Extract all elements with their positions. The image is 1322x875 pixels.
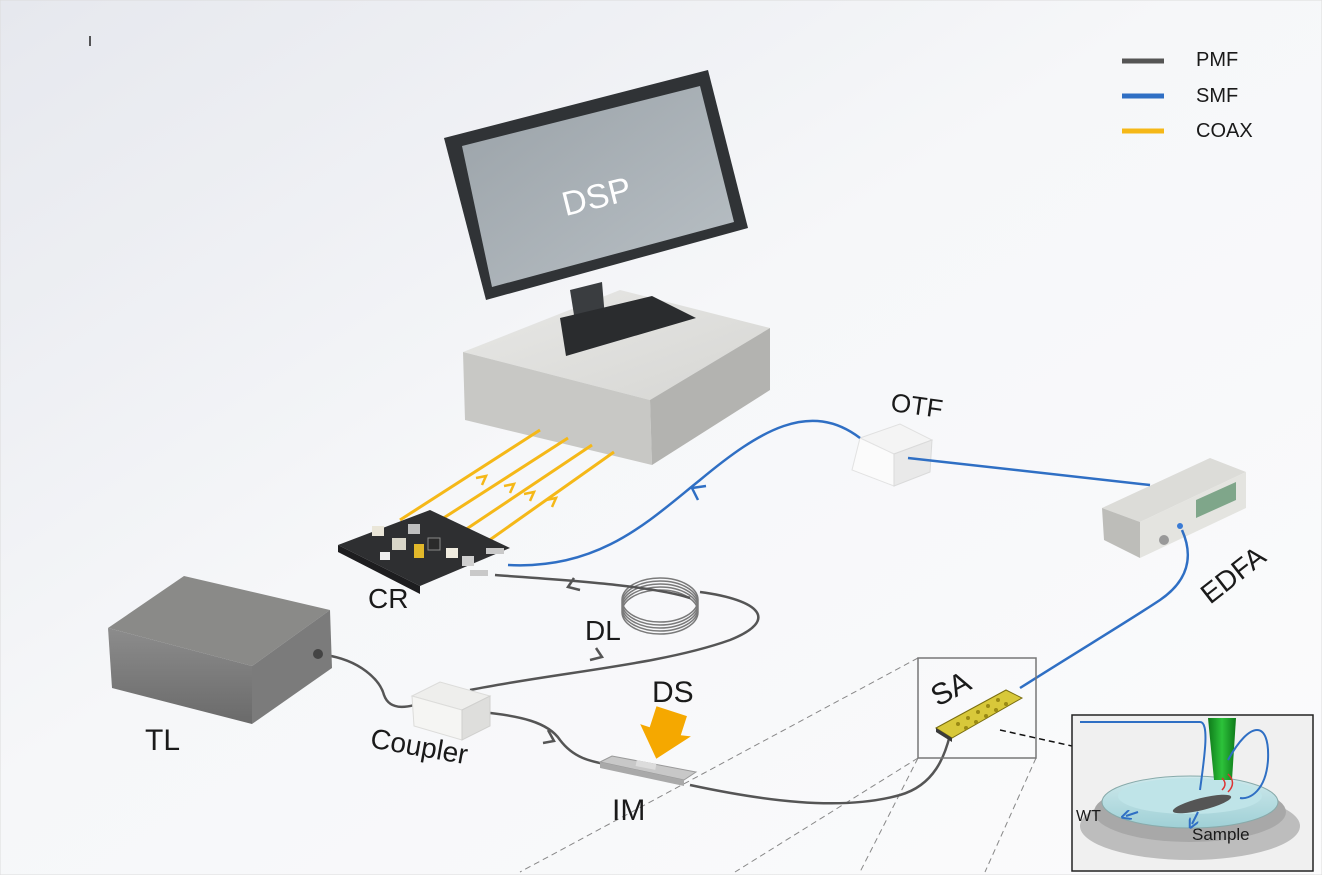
pmf-dl-to-cr: [494, 573, 691, 600]
coupler-box: [410, 681, 492, 741]
cr-board: [338, 510, 510, 594]
inset-sample-label: Sample: [1192, 825, 1250, 844]
dl-coil: [621, 577, 699, 635]
inset-panel: WT Sample: [1071, 714, 1314, 872]
pmf-coupler-to-dl: [469, 590, 760, 692]
legend-coax-label: COAX: [1196, 120, 1253, 142]
legend: PMF SMF COAX: [1122, 49, 1253, 142]
pmf-fibres: [324, 573, 952, 805]
otf-box: [851, 423, 934, 487]
edfa-port: [1177, 523, 1183, 529]
dl-label: DL: [585, 615, 621, 646]
inset-fibre-in: [1080, 721, 1207, 791]
smf-fibres: [507, 419, 1190, 690]
inset-fibre-loop: [1227, 729, 1270, 800]
pmf-coupler-to-im: [481, 710, 611, 767]
smf-sa-to-edfa: [1019, 529, 1190, 690]
sa-chip: [935, 689, 1024, 742]
pmf-arrow-3: [542, 729, 556, 745]
sa-zoom-lines: [519, 657, 1037, 873]
smf-otf-to-cr: [507, 419, 861, 567]
inset-wt-arrow: [1126, 812, 1139, 816]
pmf-im-to-sa: [689, 734, 952, 805]
smf-direction-arrow: [690, 484, 707, 501]
cr-label: CR: [368, 583, 408, 614]
coax-cables: [399, 428, 615, 546]
edfa-display: [1196, 482, 1236, 518]
ds-arrow-icon: [640, 706, 691, 759]
dsp-monitor: DSP: [444, 70, 748, 356]
edfa-knob: [1159, 535, 1169, 545]
im-label: IM: [612, 794, 645, 827]
tl-label: TL: [145, 724, 180, 757]
im-modulator: [598, 755, 698, 786]
tl-box: [108, 576, 332, 724]
inset-wt-label: WT: [1076, 808, 1101, 825]
inset-sample-arrow: [1192, 811, 1199, 824]
ds-label: DS: [652, 676, 694, 709]
dsp-screen: [462, 86, 734, 287]
inset-sample-fish: [1172, 794, 1232, 814]
inset-probe: [1208, 718, 1236, 780]
tl-port: [313, 649, 323, 659]
inset-signal-icon: [1221, 773, 1234, 793]
legend-pmf-label: PMF: [1196, 49, 1238, 71]
sa-zoom-box: [917, 657, 1037, 759]
smf-edfa-to-otf: [907, 456, 1151, 487]
pmf-tl-to-coupler: [324, 653, 429, 709]
pmf-arrow-2: [589, 647, 605, 662]
pmf-arrow-1: [565, 577, 581, 592]
legend-smf-label: SMF: [1196, 85, 1238, 107]
edfa-unit: [1102, 458, 1246, 558]
otf-label: OTF: [889, 387, 945, 424]
